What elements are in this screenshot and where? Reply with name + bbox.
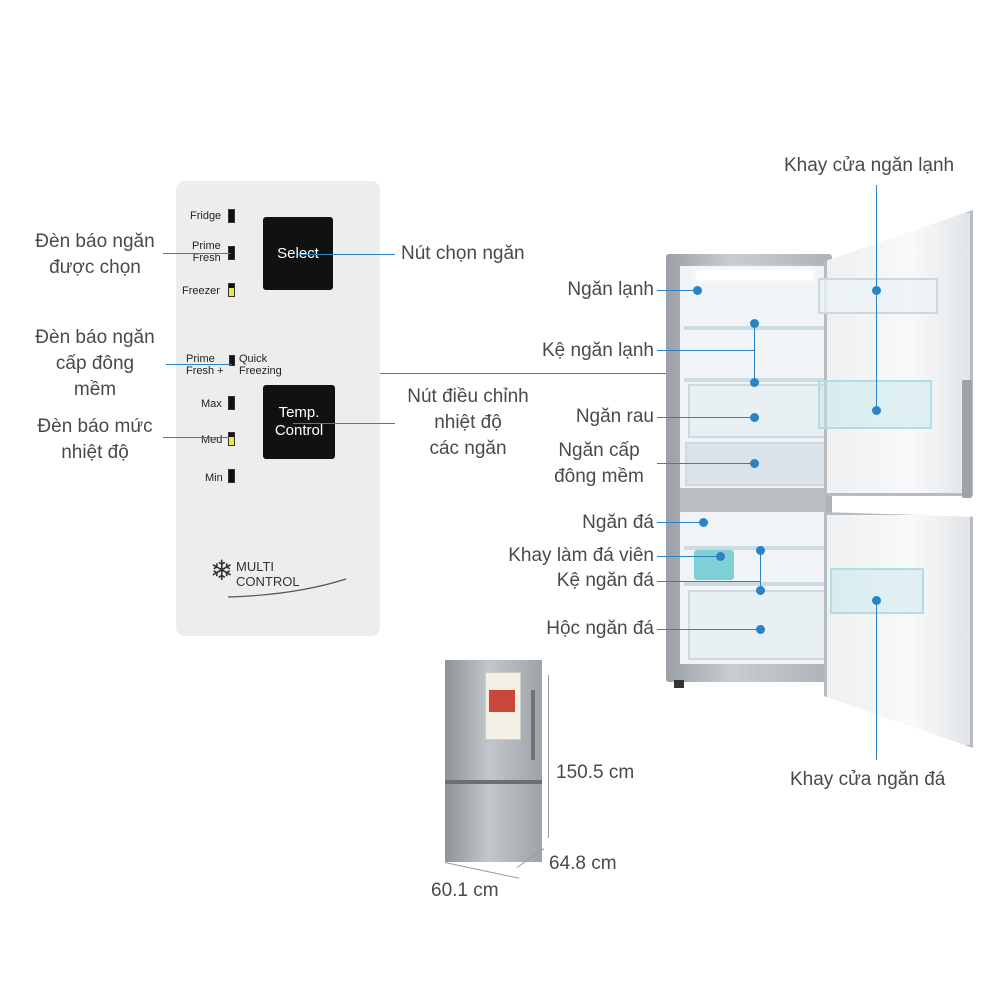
callout-line (298, 254, 395, 255)
freezer-shelf (684, 582, 826, 586)
label-den-bao-cap-dong: Đèn báo ngăn cấp đông mềm (35, 327, 155, 400)
temp-control-button[interactable]: Temp. Control (263, 385, 335, 459)
callout-line (657, 522, 703, 523)
label-ngan-rau: Ngăn rau (575, 406, 654, 427)
callout-dot (872, 406, 881, 415)
med-led (228, 432, 235, 446)
callout-dot (750, 413, 759, 422)
fridge-door (824, 210, 973, 496)
soft-freeze-drawer (685, 442, 829, 486)
label-den-bao-muc-nhiet: Đèn báo mức nhiệt độ (37, 416, 153, 463)
logo-swoosh-icon (227, 578, 347, 598)
dimension-width: 60.1 cm (431, 880, 499, 901)
height-dimension-line (548, 675, 549, 838)
label-ke-ngan-lanh: Kệ ngăn lạnh (542, 340, 654, 361)
callout-dot (750, 459, 759, 468)
callout-line (163, 437, 229, 438)
callout-line (380, 373, 685, 374)
callout-line (657, 350, 754, 351)
label-den-bao-ngan-chon: Đèn báo ngăn được chọn (35, 231, 155, 278)
label-ngan-cap-dong-mem: Ngăn cấp đông mềm (554, 440, 644, 487)
callout-dot (693, 286, 702, 295)
divider (680, 488, 826, 512)
fridge-light (696, 270, 814, 280)
min-label: Min (205, 472, 223, 484)
callout-line (876, 600, 877, 760)
fridge-foot (674, 680, 684, 688)
callout-line (876, 185, 877, 411)
prime-fresh-plus-led (229, 355, 235, 366)
freezer-door (824, 512, 973, 748)
fridge-led (228, 209, 235, 223)
callout-dot (716, 552, 725, 561)
ice-tray (694, 550, 734, 580)
multi-control-logo-line1: MULTI (236, 559, 275, 574)
product-image-divider (445, 780, 542, 784)
freezer-led (228, 283, 235, 297)
label-nut-dieu-chinh: Nút điều chỉnh nhiệt độ các ngăn (407, 386, 529, 459)
callout-line (293, 423, 395, 424)
callout-dot (756, 625, 765, 634)
dimension-height: 150.5 cm (556, 762, 635, 783)
label-khay-lam-da-vien: Khay làm đá viên (508, 545, 654, 566)
callout-line (657, 629, 760, 630)
prime-fresh-plus-label: Prime Fresh + (186, 353, 224, 377)
product-image-bottom-door (445, 784, 542, 862)
callout-dot (756, 586, 765, 595)
label-khay-cua-ngan-lanh: Khay cửa ngăn lạnh (784, 155, 955, 176)
callout-line (163, 253, 231, 254)
callout-dot (756, 546, 765, 555)
freezer-shelf (684, 546, 826, 550)
callout-line (657, 417, 754, 418)
callout-dot (750, 378, 759, 387)
door-tray-middle (818, 380, 932, 429)
callout-dot (872, 596, 881, 605)
callout-line (657, 581, 760, 582)
width-dimension-line (444, 862, 520, 879)
callout-dot (872, 286, 881, 295)
dimension-depth: 64.8 cm (549, 853, 617, 874)
callout-dot (699, 518, 708, 527)
label-ngan-da: Ngăn đá (582, 512, 654, 533)
med-label: Med (201, 434, 223, 446)
max-label: Max (201, 398, 222, 410)
snowflake-icon: ❄ (210, 555, 234, 586)
callout-line (760, 550, 761, 590)
label-hoc-ngan-da: Hộc ngăn đá (546, 618, 654, 639)
vegetable-drawer (688, 384, 826, 438)
fridge-door-handle (962, 380, 972, 498)
fridge-label: Fridge (190, 210, 222, 222)
callout-line (657, 290, 697, 291)
label-ke-ngan-da: Kệ ngăn đá (556, 570, 654, 591)
callout-line (166, 364, 232, 365)
select-button[interactable]: Select (263, 217, 333, 290)
sticker-food-image (489, 690, 515, 712)
label-nut-chon-ngan: Nút chọn ngăn (401, 243, 525, 264)
label-khay-cua-ngan-da: Khay cửa ngăn đá (790, 769, 946, 790)
prime-fresh-label: Prime Fresh (192, 240, 221, 264)
door-tray-top (818, 278, 938, 314)
callout-line (657, 463, 754, 464)
min-led (228, 469, 235, 483)
callout-dot (750, 319, 759, 328)
callout-line (754, 323, 755, 382)
freezer-door-tray (830, 568, 924, 614)
quick-freezing-label: Quick Freezing (239, 353, 282, 377)
max-led (228, 396, 235, 410)
freezer-label: Freezer (182, 285, 220, 297)
product-handle (531, 690, 535, 760)
callout-line (657, 556, 720, 557)
label-ngan-lanh: Ngăn lạnh (567, 279, 654, 300)
control-panel: Fridge Prime Fresh Freezer Select Prime … (176, 181, 380, 636)
multi-control-logo-line2: CONTROL (236, 574, 300, 589)
